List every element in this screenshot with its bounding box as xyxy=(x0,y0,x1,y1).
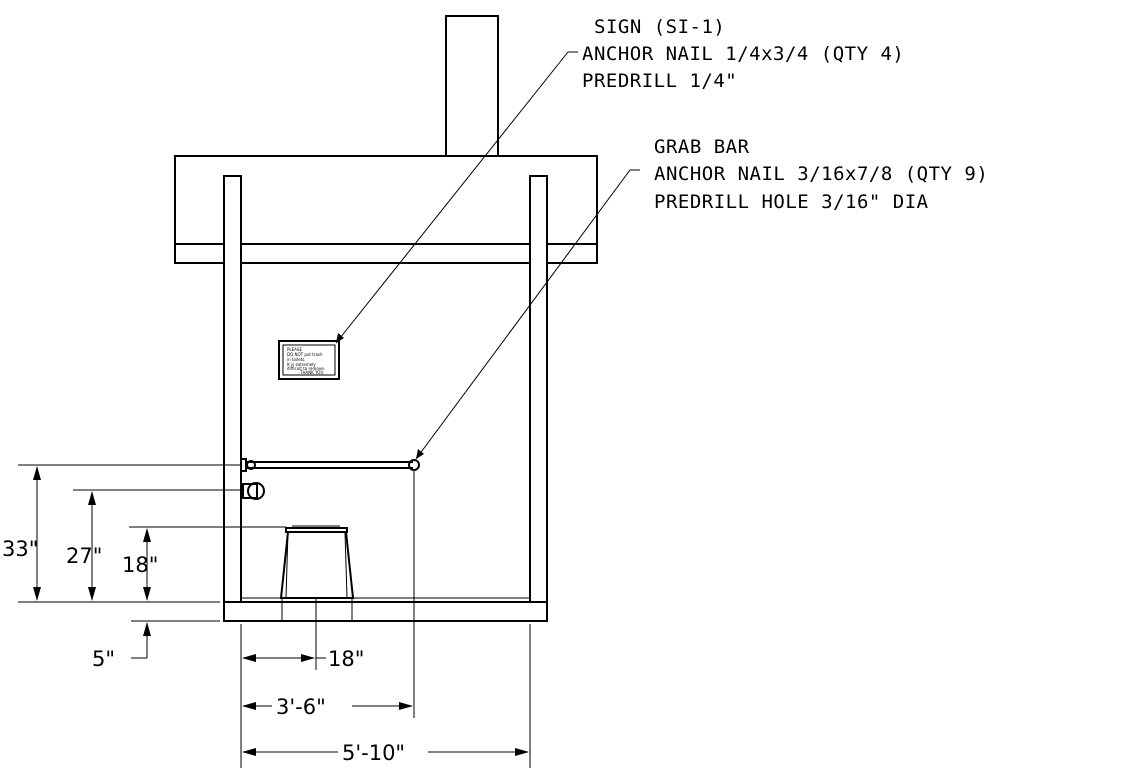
dim-27-arrow-bottom xyxy=(88,587,96,601)
dim-5-10-arrow-left xyxy=(242,748,256,756)
grab-bar-leader xyxy=(415,169,640,460)
sign-text-line-3: in toilets. xyxy=(287,357,306,362)
dim-18v-arrow-top xyxy=(143,528,151,542)
sign-plate xyxy=(278,340,340,380)
dim-label-33: 33" xyxy=(2,537,38,561)
sign-text-line-5: difficult to remove. xyxy=(287,366,325,371)
sign-text-line-1: PLEASE xyxy=(287,347,302,352)
sign-text-line-2: DO NOT put trash xyxy=(287,352,323,357)
toilet-paper-holder xyxy=(242,482,265,500)
toilet xyxy=(279,525,355,622)
sign-callout-line-2: ANCHOR NAIL 1/4x3/4 (QTY 4) xyxy=(582,43,904,65)
sign-text-line-6: THANK YOU xyxy=(299,370,323,375)
dim-label-5: 5" xyxy=(92,647,115,671)
dim-3-6-arrow-left xyxy=(242,702,256,710)
grab-bar-leader-line xyxy=(415,169,631,460)
grab-bar-flange xyxy=(240,458,247,472)
dim-33-arrow-bottom xyxy=(33,587,41,601)
toilet-riser xyxy=(281,597,353,622)
dim-33-arrow-top xyxy=(33,466,41,480)
grab-bar-start-cap xyxy=(246,460,256,470)
dim-3-6-arrow-right xyxy=(399,702,413,710)
dim-18h-arrow-right xyxy=(301,654,315,662)
grab-bar-callout-line-1: GRAB BAR xyxy=(654,136,750,158)
sign-leader-line xyxy=(335,51,569,344)
dim-label-3-6: 3'-6" xyxy=(276,695,326,719)
toilet-bowl-inner-left xyxy=(285,531,289,599)
grab-bar xyxy=(240,458,420,472)
toilet-bowl-inner-right xyxy=(344,531,348,599)
horizontal-dimensions: 18" 3'-6" 5'-10" xyxy=(240,471,531,768)
building-structure xyxy=(174,15,598,622)
dim-18h-arrow-left xyxy=(242,654,256,662)
toilet-bowl xyxy=(279,531,355,599)
dim-label-5-10: 5'-10" xyxy=(342,741,405,765)
dim-18v-arrow-bottom xyxy=(143,587,151,601)
paper-holder-bracket xyxy=(242,483,258,499)
left-wall xyxy=(223,175,242,603)
sign-callout: SIGN (SI-1) ANCHOR NAIL 1/4x3/4 (QTY 4) … xyxy=(582,16,904,92)
sign-leader xyxy=(335,51,578,344)
dim-5-10-arrow-right xyxy=(515,748,529,756)
dim-label-27: 27" xyxy=(66,544,102,568)
grab-bar-callout-line-2: ANCHOR NAIL 3/16x7/8 (QTY 9) xyxy=(654,163,988,185)
grab-bar-end-cap xyxy=(408,459,420,471)
vent-stack xyxy=(445,15,499,157)
dim-label-18-vertical: 18" xyxy=(122,553,158,577)
dim-27-arrow-top xyxy=(88,491,96,505)
vertical-dimensions: 33" 27" 18" 5" xyxy=(2,464,286,671)
sign-border xyxy=(282,344,336,376)
sign-callout-line-1: SIGN (SI-1) xyxy=(594,16,725,38)
dim-5-arrow xyxy=(143,622,151,636)
grab-bar-callout: GRAB BAR ANCHOR NAIL 3/16x7/8 (QTY 9) PR… xyxy=(654,136,988,213)
right-wall xyxy=(529,175,548,603)
grab-bar-leader-arrowhead xyxy=(416,449,424,459)
sign-text-line-4: It is extremely xyxy=(287,362,316,367)
roof-overhang xyxy=(174,155,598,264)
sign-callout-line-3: PREDRILL 1/4" xyxy=(582,70,737,92)
floor-slab xyxy=(223,601,548,622)
grab-bar-callout-line-3: PREDRILL HOLE 3/16" DIA xyxy=(654,191,929,213)
toilet-seat xyxy=(285,527,348,533)
dim-label-18-horizontal: 18" xyxy=(328,647,364,671)
sign-si-1: PLEASE DO NOT put trash in toilets. It i… xyxy=(278,340,340,380)
sign-leader-arrowhead xyxy=(336,333,344,343)
